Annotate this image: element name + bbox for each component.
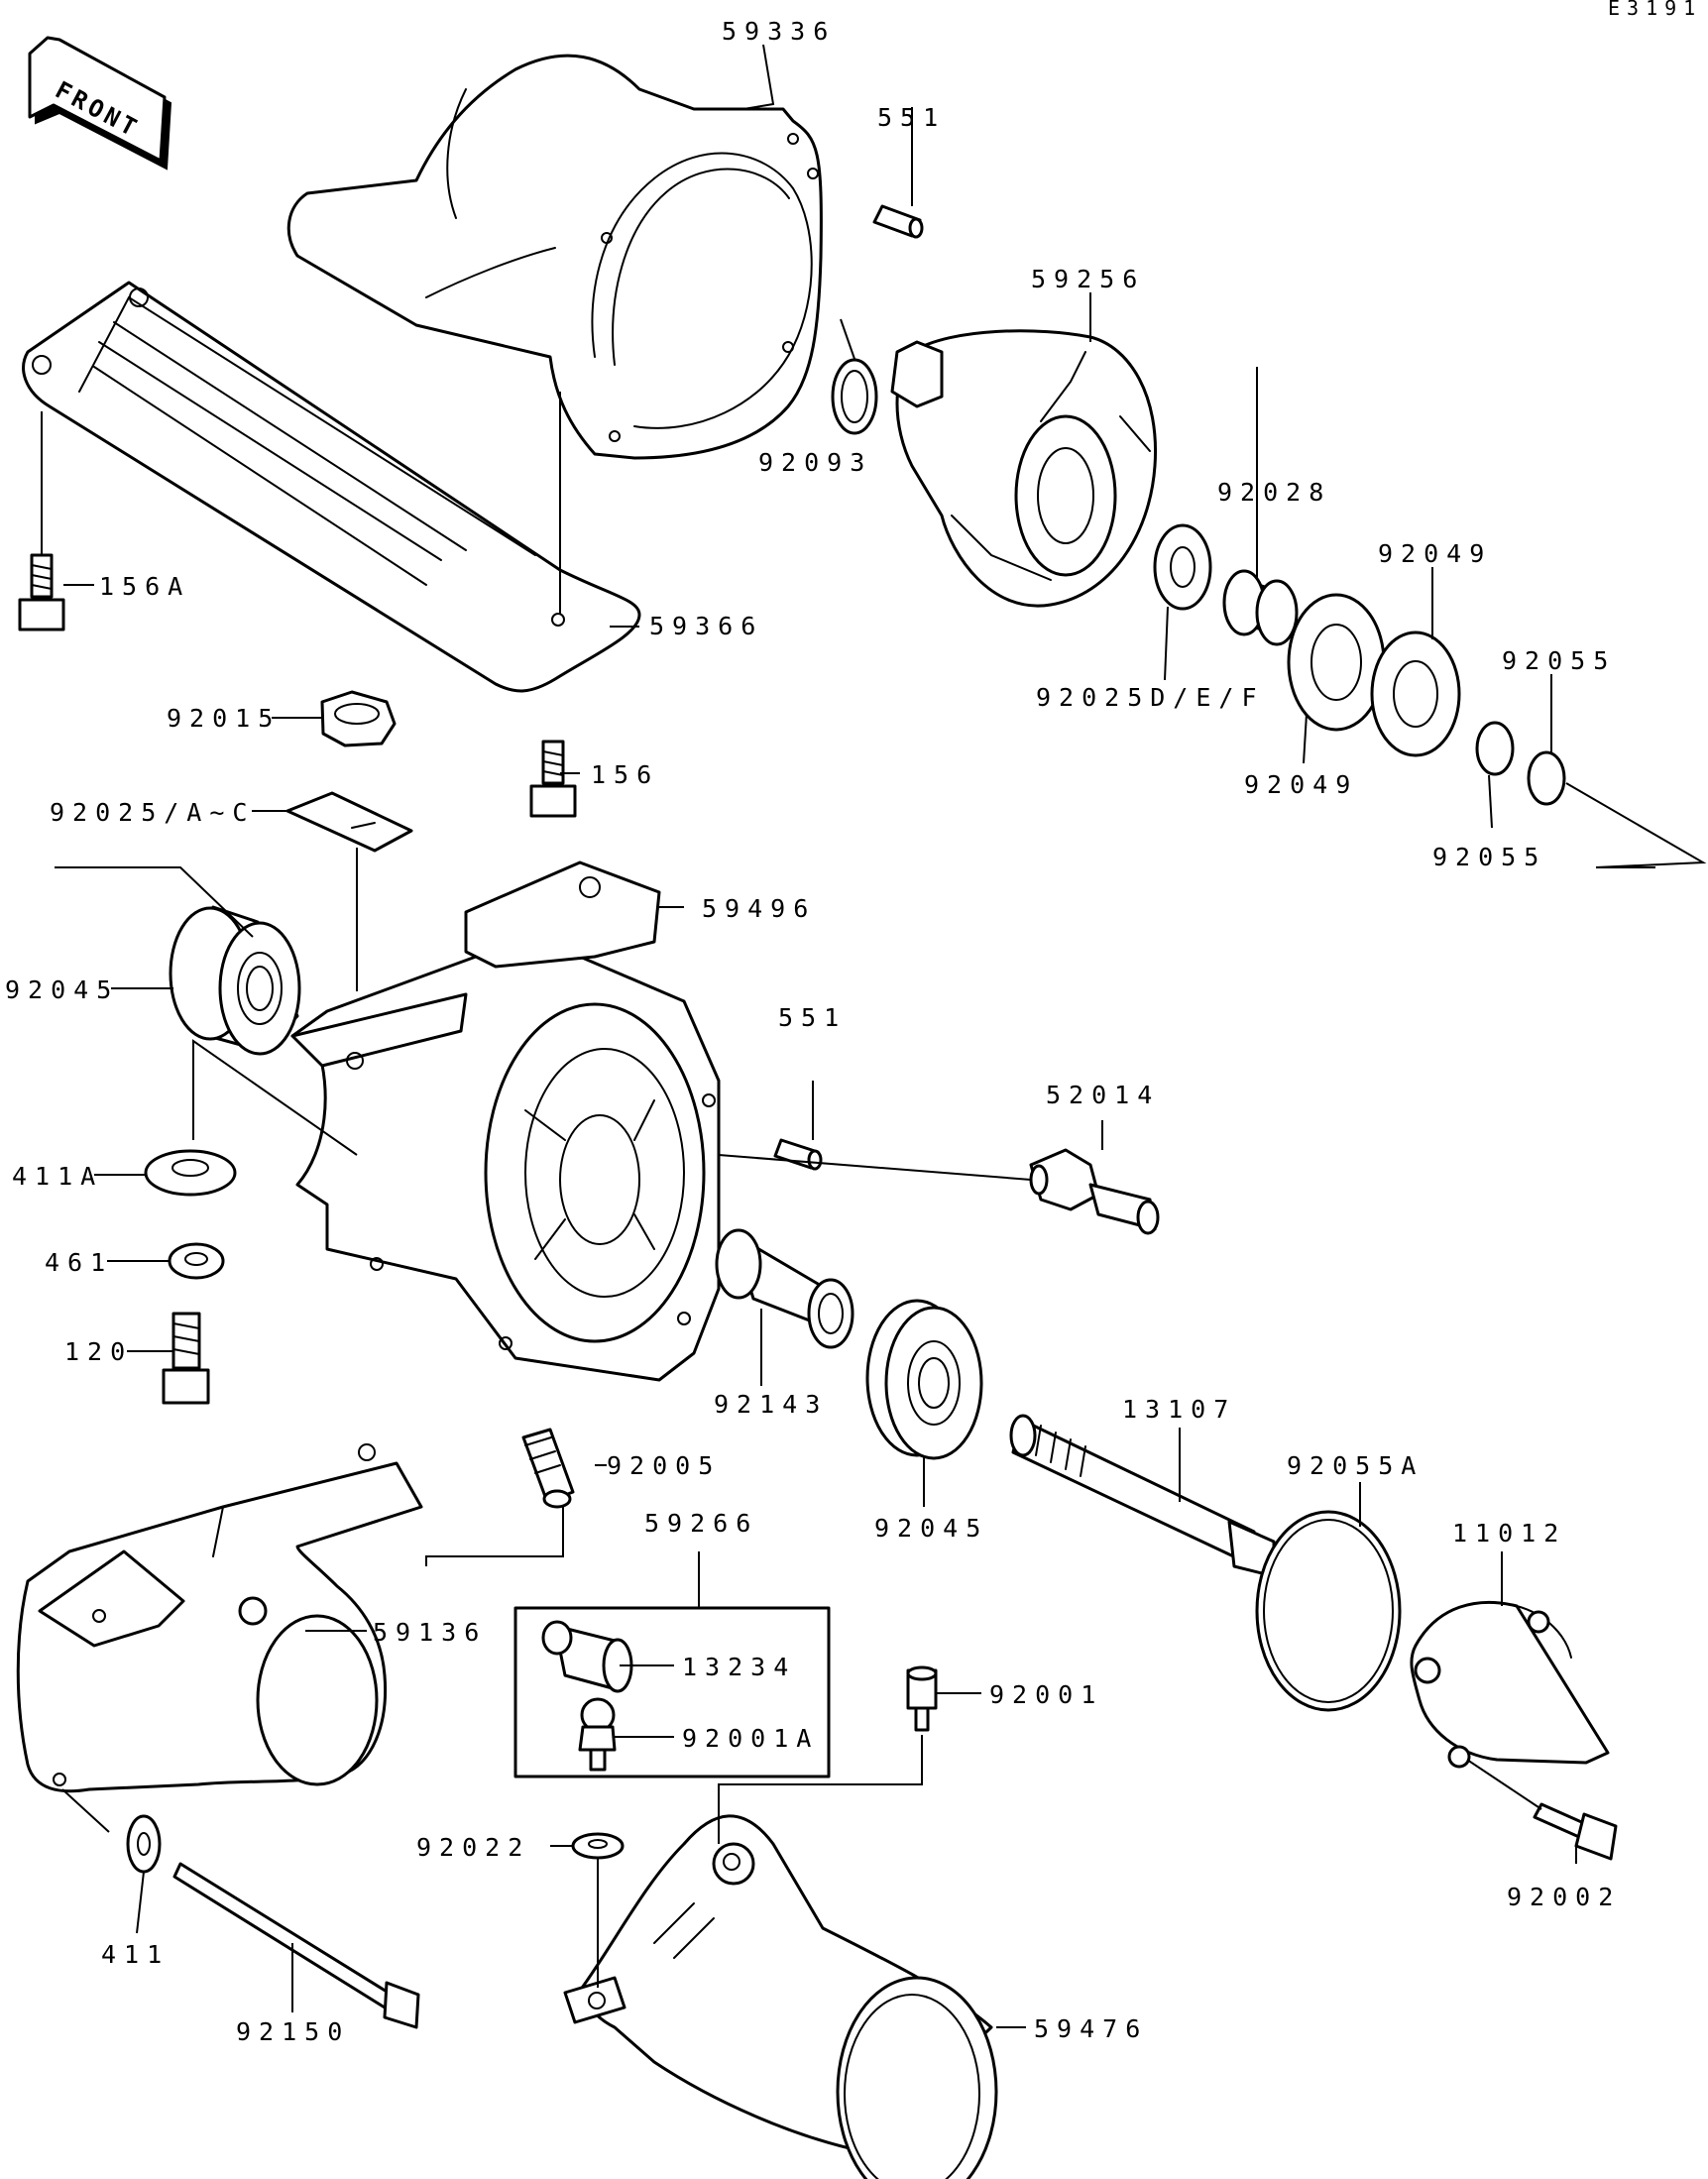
pin-551-mid — [773, 1138, 823, 1171]
label-13107: 13107 — [1122, 1395, 1236, 1424]
label-120: 120 — [64, 1337, 133, 1366]
label-156: 156 — [591, 760, 659, 789]
label-92093: 92093 — [758, 448, 872, 477]
label-92055A: 92055A — [1287, 1451, 1423, 1480]
label-92045-mid: 92045 — [874, 1514, 988, 1543]
bolt-92002 — [1533, 1802, 1618, 1861]
label-59496: 59496 — [702, 894, 816, 923]
pin-551-top — [872, 204, 924, 239]
oil-seal-92049-a — [1287, 593, 1386, 732]
label-92001: 92001 — [989, 1680, 1103, 1709]
pump-case-59496 — [290, 860, 721, 1382]
label-11012: 11012 — [1452, 1519, 1566, 1548]
bolt-120 — [162, 1312, 210, 1405]
ball-joint-92001A — [578, 1697, 617, 1772]
label-13234: 13234 — [682, 1653, 796, 1681]
label-59366: 59366 — [649, 612, 763, 640]
label-92150: 92150 — [236, 2017, 350, 2046]
bushing-13234 — [541, 1620, 633, 1693]
oil-seal-92049-b — [1370, 631, 1461, 757]
ride-plate-59366 — [22, 281, 641, 693]
label-92025DEF: 92025D/E/F — [1036, 683, 1265, 712]
label-92049-bottom: 92049 — [1244, 770, 1358, 799]
label-156A: 156A — [99, 572, 190, 601]
label-59136: 59136 — [373, 1618, 487, 1647]
front-arrow-icon: FRONT — [28, 36, 172, 171]
fitting-92005 — [521, 1428, 575, 1509]
nut-92015 — [320, 690, 397, 747]
part-labels: 59336 551 59256 92093 92028 92049 92055 … — [5, 17, 1621, 2046]
label-59266: 59266 — [644, 1509, 758, 1538]
label-52014: 52014 — [1046, 1081, 1160, 1109]
label-92001A: 92001A — [682, 1724, 819, 1753]
washer-92022 — [571, 1832, 625, 1860]
label-92028: 92028 — [1217, 478, 1331, 507]
shaft-13107 — [1009, 1414, 1276, 1578]
label-59336: 59336 — [722, 17, 836, 46]
label-411A: 411A — [12, 1162, 103, 1191]
leader-lines — [41, 44, 1707, 2028]
lock-washer-461 — [168, 1242, 225, 1280]
cap-11012 — [1410, 1600, 1610, 1769]
label-59476: 59476 — [1034, 2014, 1148, 2043]
bearing-92045-mid — [865, 1299, 983, 1460]
label-92049-top: 92049 — [1378, 539, 1492, 568]
o-ring-92055A — [1255, 1510, 1402, 1712]
bolt-156A — [18, 553, 65, 631]
bearing-92045-left — [169, 905, 301, 1056]
shim-92025DEF — [1153, 523, 1212, 611]
nozzle-59476 — [563, 1814, 998, 2179]
impeller-59256 — [890, 329, 1158, 608]
shim-92025AC — [285, 791, 413, 853]
label-92015: 92015 — [167, 704, 281, 733]
label-92002: 92002 — [1507, 1883, 1621, 1911]
label-92022: 92022 — [416, 1833, 530, 1862]
label-551-top: 551 — [877, 103, 946, 132]
nozzle-59136 — [16, 1443, 423, 1793]
label-551-mid: 551 — [778, 1003, 847, 1032]
label-92005: 92005 — [607, 1451, 721, 1480]
collar-92028 — [1222, 569, 1299, 646]
label-59256: 59256 — [1031, 265, 1145, 293]
screw-92001 — [906, 1665, 938, 1732]
washer-411A — [144, 1149, 237, 1197]
seal-92093 — [831, 358, 878, 435]
sleeve-92143 — [715, 1228, 854, 1349]
washer-411 — [126, 1814, 162, 1874]
bolt-156 — [529, 740, 577, 818]
label-92045-left: 92045 — [5, 975, 119, 1004]
diagram-code: E3191 — [1608, 0, 1702, 20]
label-92055-bottom: 92055 — [1432, 843, 1546, 871]
o-ring-92055-b — [1527, 750, 1566, 806]
joint-52014 — [1029, 1148, 1160, 1235]
label-92143: 92143 — [714, 1390, 828, 1419]
label-92055-top: 92055 — [1502, 646, 1616, 675]
pump-housing-59336 — [286, 54, 823, 460]
label-461: 461 — [45, 1248, 113, 1277]
label-411: 411 — [101, 1940, 170, 1969]
o-ring-92055-a — [1475, 721, 1515, 776]
bolt-92150 — [172, 1862, 420, 2029]
label-92025AC: 92025/A~C — [50, 798, 255, 827]
